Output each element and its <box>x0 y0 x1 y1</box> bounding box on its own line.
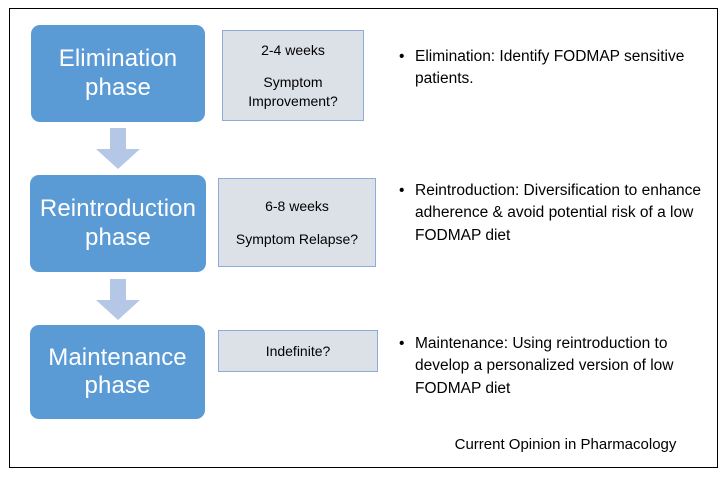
arrow-down-icon <box>95 279 141 321</box>
phase-box-label-line1: Elimination <box>58 45 178 73</box>
arrow-down-icon-svg <box>96 128 140 169</box>
phase-box-label: Elimination phase <box>31 45 205 102</box>
journal-credit: Current Opinion in Pharmacology <box>454 436 677 453</box>
note-duration-text: 6-8 weeks <box>265 198 329 215</box>
phase-box-label: Reintroduction phase <box>30 195 206 252</box>
bullet-marker-icon: • <box>399 48 405 65</box>
bullet-text: Maintenance: Using reintroduction to dev… <box>415 335 674 397</box>
bullet-item-maintenance: • Maintenance: Using reintroduction to d… <box>399 333 709 400</box>
bullet-text: Reintroduction: Diversification to enhan… <box>415 182 702 244</box>
note-question-text: Symptom Relapse? <box>235 230 359 247</box>
arrow-down-icon <box>95 128 141 170</box>
phase-box-label-line2: phase <box>84 372 151 399</box>
bullet-item-reintroduction: • Reintroduction: Diversification to enh… <box>399 180 709 247</box>
phase-box-label-line2: phase <box>85 73 151 101</box>
note-box-maintenance: Indefinite? <box>218 330 378 372</box>
phase-box-label-line1: Maintenance <box>48 343 187 371</box>
phase-box-label: Maintenance phase <box>30 344 205 401</box>
phase-box-elimination: Elimination phase <box>31 25 205 122</box>
phase-box-reintroduction: Reintroduction phase <box>30 175 206 272</box>
note-duration-text: Indefinite? <box>265 342 331 359</box>
bullet-marker-icon: • <box>399 335 405 352</box>
note-duration-text: 2-4 weeks <box>261 42 325 59</box>
bullet-text: Elimination: Identify FODMAP sensitive p… <box>415 48 685 88</box>
bullet-marker-icon: • <box>399 182 405 199</box>
bullet-item-elimination: • Elimination: Identify FODMAP sensitive… <box>399 46 704 91</box>
phase-box-label-line2: phase <box>85 223 151 251</box>
phase-box-label-line1: Reintroduction <box>39 195 197 223</box>
phase-box-maintenance: Maintenance phase <box>30 325 205 419</box>
note-box-reintroduction: 6-8 weeks Symptom Relapse? <box>218 178 376 267</box>
arrow-down-icon-svg <box>96 279 140 320</box>
